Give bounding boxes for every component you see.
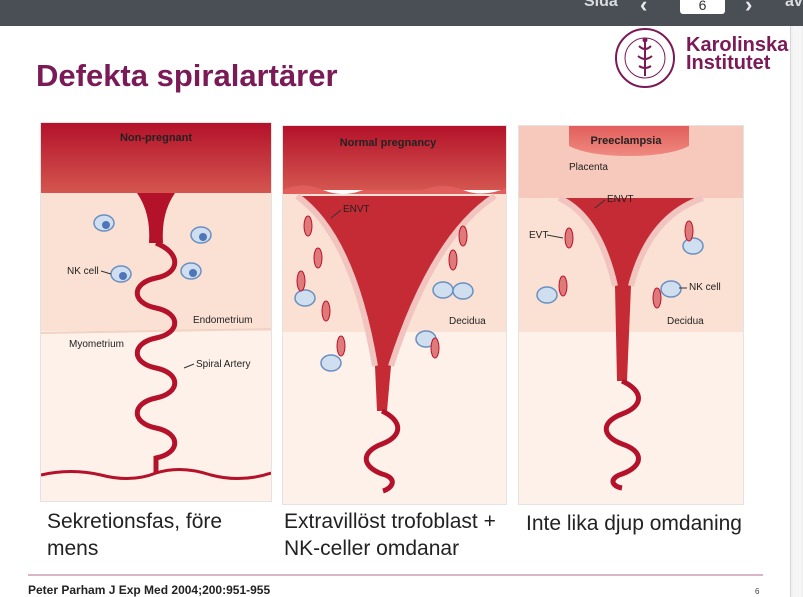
caption-non-pregnant: Sekretionsfas, före mens: [47, 510, 223, 560]
karolinska-logo: Karolinska Institutet: [614, 26, 788, 90]
label-evt: EVT: [529, 230, 548, 241]
slide: Defekta spiralartärer Karolinska Institu…: [0, 26, 790, 597]
label-nk-cell: NK cell: [689, 282, 721, 293]
scrollbar-thumb[interactable]: [793, 26, 801, 597]
slide-number: 6: [755, 587, 760, 596]
panel-preeclampsia: Preeclampsia Placenta ENVT EVT NK cell D…: [518, 125, 744, 505]
panel-title: Normal pregnancy: [340, 137, 437, 149]
footer-divider: [28, 574, 763, 576]
vertical-scrollbar[interactable]: [790, 26, 803, 597]
toolbar: Sida ‹ › av: [0, 0, 803, 26]
logo-line-1: Karolinska: [686, 34, 789, 56]
chevron-left-icon[interactable]: ‹: [640, 0, 648, 17]
panel-title: Non-pregnant: [120, 132, 192, 144]
label-envt: ENVT: [607, 194, 634, 205]
label-spiral-artery: Spiral Artery: [196, 359, 250, 370]
panel-non-pregnant: Non-pregnant NK cell Endometrium Myometr…: [40, 122, 272, 502]
page-number-input[interactable]: [680, 0, 725, 14]
panel-title: Preeclampsia: [591, 135, 663, 147]
panel-normal-pregnancy: Normal pregnancy ENVT Decidua: [282, 125, 507, 505]
label-nk-cell: NK cell: [67, 266, 99, 277]
chevron-right-icon[interactable]: ›: [745, 0, 753, 17]
reference-citation: Peter Parham J Exp Med 2004;200:951-955: [28, 583, 271, 597]
label-myometrium: Myometrium: [69, 339, 124, 350]
label-decidua: Decidua: [667, 316, 704, 327]
logo-wordmark: Karolinska Institutet: [686, 34, 789, 74]
page-label: Sida: [584, 0, 618, 10]
seal-icon: [615, 28, 675, 88]
page-of-label: av: [785, 0, 803, 10]
label-envt: ENVT: [343, 204, 370, 215]
slide-title: Defekta spiralartärer: [36, 58, 338, 93]
logo-line-2: Institutet: [686, 52, 771, 74]
label-decidua: Decidua: [449, 316, 486, 327]
caption-normal-pregnancy: Extravillöst trofoblast + NK-celler omda…: [284, 510, 496, 560]
label-endometrium: Endometrium: [193, 315, 252, 326]
label-placenta: Placenta: [569, 162, 608, 173]
caption-preeclampsia: Inte lika djup omdaning: [526, 512, 742, 535]
